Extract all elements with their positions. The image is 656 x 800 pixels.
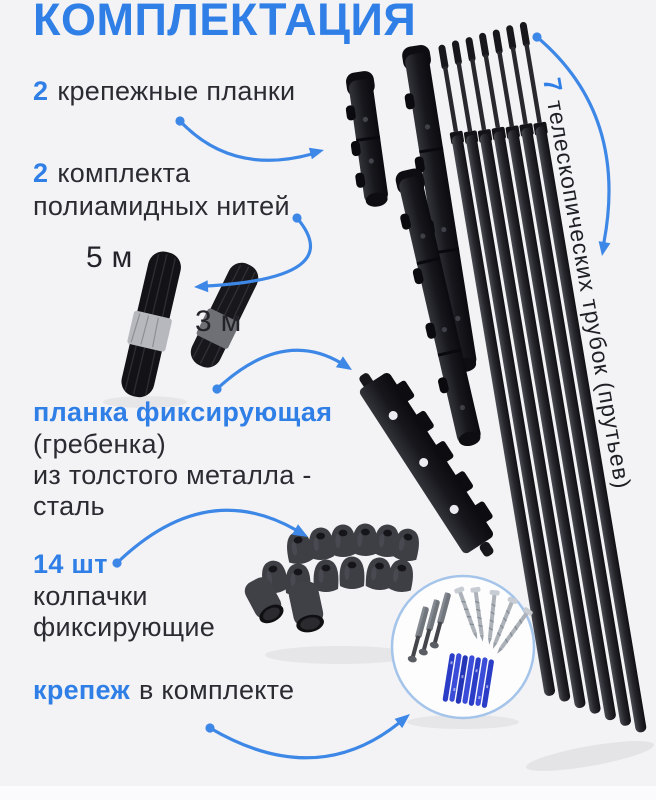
shadows [103, 396, 655, 771]
comb-highlight: планка фиксирующая [33, 397, 333, 427]
threads-label-1: комплекта [57, 158, 191, 188]
fixing-caps-photo [244, 522, 422, 633]
arrow-to-threads [194, 213, 312, 293]
caps-count: 14 шт [33, 549, 108, 579]
caps-line1: колпачки [33, 581, 148, 611]
fixing-comb-photo [359, 372, 494, 557]
caps-line2: фиксирующие [33, 612, 216, 642]
threads-label-line2: полиамидных нитей [33, 193, 290, 220]
threads-count: 2 [33, 158, 49, 188]
thread-skein-5m-photo [121, 251, 181, 398]
threads-label-line1: 2 комплекта [33, 160, 190, 187]
annotation-arrows [112, 32, 611, 760]
fasteners-circle-photo [390, 574, 536, 720]
thread-length-short: 3 м [195, 305, 242, 338]
arrow-to-rods [532, 32, 611, 256]
brackets-count: 2 [33, 76, 49, 106]
arrow-to-fasteners [205, 714, 410, 760]
bottom-strip [0, 786, 656, 800]
comb-line2: (гребенка) [33, 429, 167, 459]
brackets-label-line: 2 крепежные планки [33, 78, 295, 105]
arrow-to-comb [212, 348, 352, 394]
telescopic-rods-photo [438, 21, 647, 733]
threads-label-2: полиамидных нитей [33, 191, 290, 221]
comb-line3: из толстого металла - [33, 460, 312, 490]
fasteners-rest: в комплекте [138, 675, 295, 705]
mounting-bracket-short-photo [345, 71, 388, 207]
fasteners-label-line: крепеж в комплекте [33, 677, 294, 704]
page-title: КОМПЛЕКТАЦИЯ [33, 0, 417, 45]
rods-count: 7 [537, 75, 568, 96]
comb-line4: сталь [33, 491, 105, 521]
fasteners-highlight: крепеж [33, 675, 130, 705]
thread-skein-3m-photo [190, 262, 259, 368]
arrow-to-brackets [175, 116, 324, 162]
brackets-label: крепежные планки [57, 76, 296, 106]
thread-length-long: 5 м [86, 241, 133, 274]
arrow-to-caps [112, 508, 308, 568]
mounting-bracket-long-b-photo [395, 168, 481, 447]
blue-dowels [442, 653, 494, 708]
